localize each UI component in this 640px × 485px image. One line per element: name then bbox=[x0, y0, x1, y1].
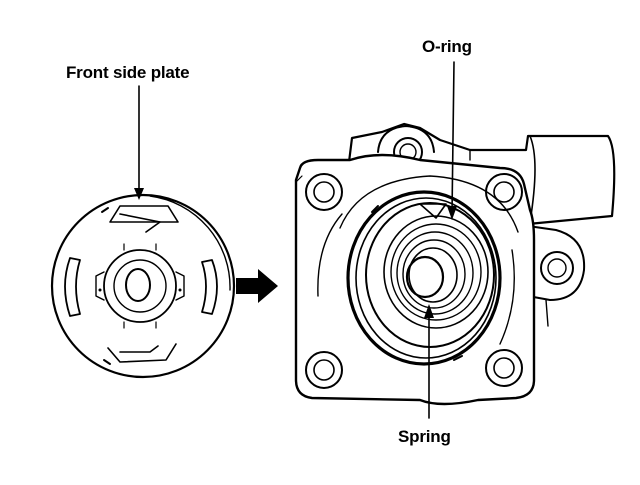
o-ring-label: O-ring bbox=[422, 37, 472, 56]
o-ring-leader bbox=[447, 61, 457, 220]
spring-leader bbox=[424, 304, 434, 419]
front-side-plate-drawing bbox=[50, 193, 236, 379]
front-side-plate-leader bbox=[134, 85, 144, 200]
bolt-hole-top-left bbox=[305, 173, 343, 211]
bolt-hole-bottom-left bbox=[305, 351, 343, 389]
bolt-hole-bottom-right bbox=[485, 349, 523, 387]
front-side-plate-label: Front side plate bbox=[66, 63, 190, 82]
spring-drawing bbox=[383, 215, 489, 329]
right-arrow-icon bbox=[236, 269, 278, 303]
o-ring-drawing bbox=[346, 190, 502, 366]
pump-body-drawing bbox=[294, 122, 616, 406]
spring-label: Spring bbox=[398, 427, 451, 446]
